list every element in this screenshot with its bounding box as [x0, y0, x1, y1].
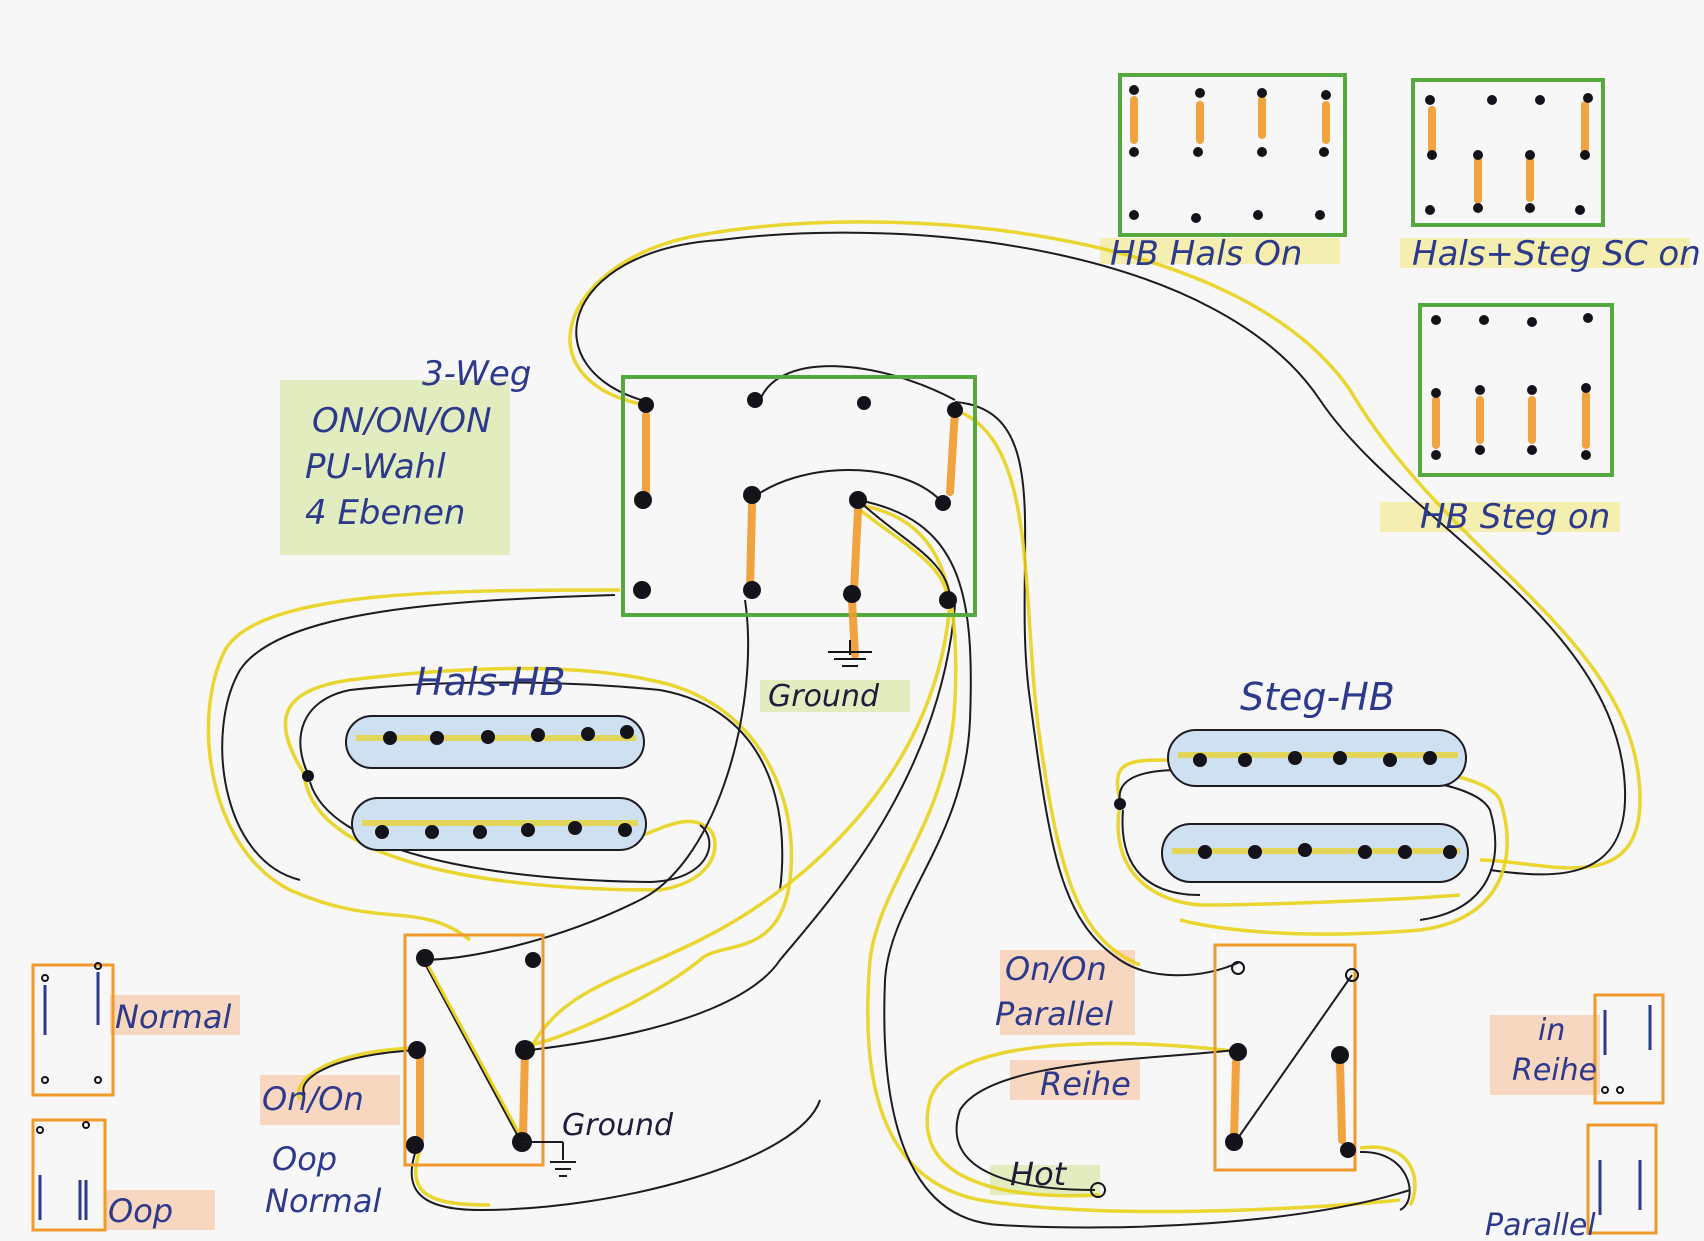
position-box: [1411, 78, 1605, 227]
hot-label: Hot: [1010, 1155, 1068, 1193]
jumper: [946, 406, 959, 496]
option-line-2: Normal: [265, 1182, 381, 1220]
legend-right: in Reihe Parallel: [1485, 993, 1665, 1241]
mode-line-1: On/On: [1005, 950, 1107, 988]
right-mini-toggle: On/On Parallel Reihe Hot: [995, 943, 1359, 1198]
label-line-2: ON/ON/ON: [312, 401, 492, 441]
mode-label: On/On: [262, 1080, 364, 1118]
highlight: [110, 995, 240, 1035]
highlight: [1010, 1060, 1140, 1100]
ground-label: Ground: [562, 1108, 674, 1143]
ground-symbol: [828, 640, 872, 667]
bridge-pickup-label: Steg-HB: [1240, 675, 1395, 719]
highlight: [1380, 502, 1620, 532]
highlight: [105, 1190, 215, 1230]
legend-normal-box: [31, 963, 115, 1097]
coil-1: [345, 715, 645, 769]
jumper: [746, 501, 756, 592]
legend-series-line-2: Reihe: [1512, 1053, 1597, 1088]
label-line-1: 3-Weg: [422, 354, 531, 394]
hot-output: [1090, 1182, 1106, 1198]
position-label: Hals+Steg SC on: [1412, 234, 1701, 274]
left-mini-toggle: Ground On/On Oop Normal: [262, 933, 674, 1220]
jumper: [1336, 1058, 1346, 1144]
jumper: [519, 1046, 529, 1142]
option-label: Reihe: [1040, 1065, 1131, 1103]
toggle-lugs: [406, 949, 541, 1154]
pole-pieces: [1198, 843, 1457, 859]
position-box: [1418, 303, 1614, 477]
legend-parallel-box: [1586, 1123, 1658, 1235]
switch-outline: [621, 375, 977, 617]
position-label: HB Steg on: [1420, 497, 1610, 537]
highlight: [760, 680, 910, 712]
highlight: [1000, 950, 1135, 1035]
label-line-4: 4 Ebenen: [305, 493, 465, 533]
jumper: [1230, 1058, 1240, 1144]
legend-left: Normal Oop: [31, 962, 231, 1232]
jumper: [850, 506, 862, 594]
option-line-1: Oop: [272, 1140, 337, 1178]
highlight: [1400, 238, 1690, 268]
pole-pieces: [1193, 751, 1437, 767]
legend-normal-label: Normal: [115, 998, 231, 1036]
bridge-humbucker: Steg-HB: [1114, 675, 1469, 883]
highlight: [260, 1075, 400, 1125]
pole-pieces: [375, 821, 632, 839]
legend-series-line-1: in: [1538, 1013, 1565, 1048]
neck-humbucker: Hals-HB: [302, 660, 647, 851]
label-line-3: PU-Wahl: [305, 447, 446, 487]
legend-series-box: [1593, 993, 1665, 1105]
neck-pickup-label: Hals-HB: [415, 660, 566, 704]
legend-parallel-label: Parallel: [1485, 1208, 1596, 1241]
toggle-outline: [403, 933, 545, 1167]
ground-label: Ground: [768, 679, 880, 714]
position-box: [1118, 73, 1347, 237]
position-neck-hb: HB Hals On: [1110, 73, 1347, 274]
three-way-label: 3-Weg ON/ON/ON PU-Wahl 4 Ebenen: [305, 354, 531, 533]
pole-pieces: [383, 725, 634, 745]
three-way-switch: Ground: [621, 375, 977, 714]
highlight: [1490, 1015, 1600, 1095]
position-label: HB Hals On: [1110, 234, 1302, 274]
jumper: [848, 596, 859, 659]
toggle-outline: [1213, 943, 1357, 1172]
toggle-lugs: [1225, 961, 1359, 1158]
wires: [206, 220, 1642, 1229]
position-neck-bridge-sc: Hals+Steg SC on: [1411, 78, 1701, 274]
position-bridge-hb: HB Steg on: [1418, 303, 1614, 537]
mode-line-2: Parallel: [995, 995, 1113, 1033]
highlight: [280, 380, 510, 555]
legend-oop-label: Oop: [108, 1192, 173, 1230]
legend-oop-box: [31, 1118, 107, 1232]
switch-lugs: [633, 392, 963, 609]
